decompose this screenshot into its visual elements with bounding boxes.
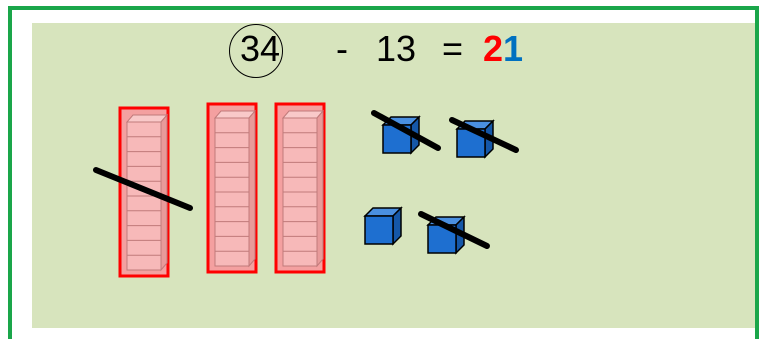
minuend-circle [229,24,283,78]
cross-out-line [418,211,490,249]
cross-out-line [449,117,519,153]
ones-cube-front [364,215,394,245]
tens-rod-side [248,109,256,268]
result: 21 [483,29,523,69]
cross-out-line [93,167,193,211]
tens-rod [93,106,193,278]
tens-rod [274,102,326,274]
tens-rod [206,102,258,274]
tens-rod-top [281,110,325,119]
cross-out-line [371,110,441,151]
equals-sign: = [442,28,464,69]
ones-cube [363,206,403,246]
result-tens-digit: 2 [483,28,504,69]
ones-cube [449,117,519,159]
minuend: 34 [240,28,281,69]
ones-cubes [363,110,519,255]
tens-rod-side [316,109,324,268]
minus-sign: - [336,28,348,69]
tens-rod-top [213,110,257,119]
ones-cube [418,211,490,255]
tens-rod-side [160,113,168,272]
ones-cube [371,110,441,155]
subtrahend: 13 [376,28,417,69]
result-ones-digit: 1 [503,28,524,69]
tens-rods [93,102,326,278]
tens-rod-top [125,114,169,123]
subtraction-equation: 34 - 13 = 21 [0,0,765,100]
